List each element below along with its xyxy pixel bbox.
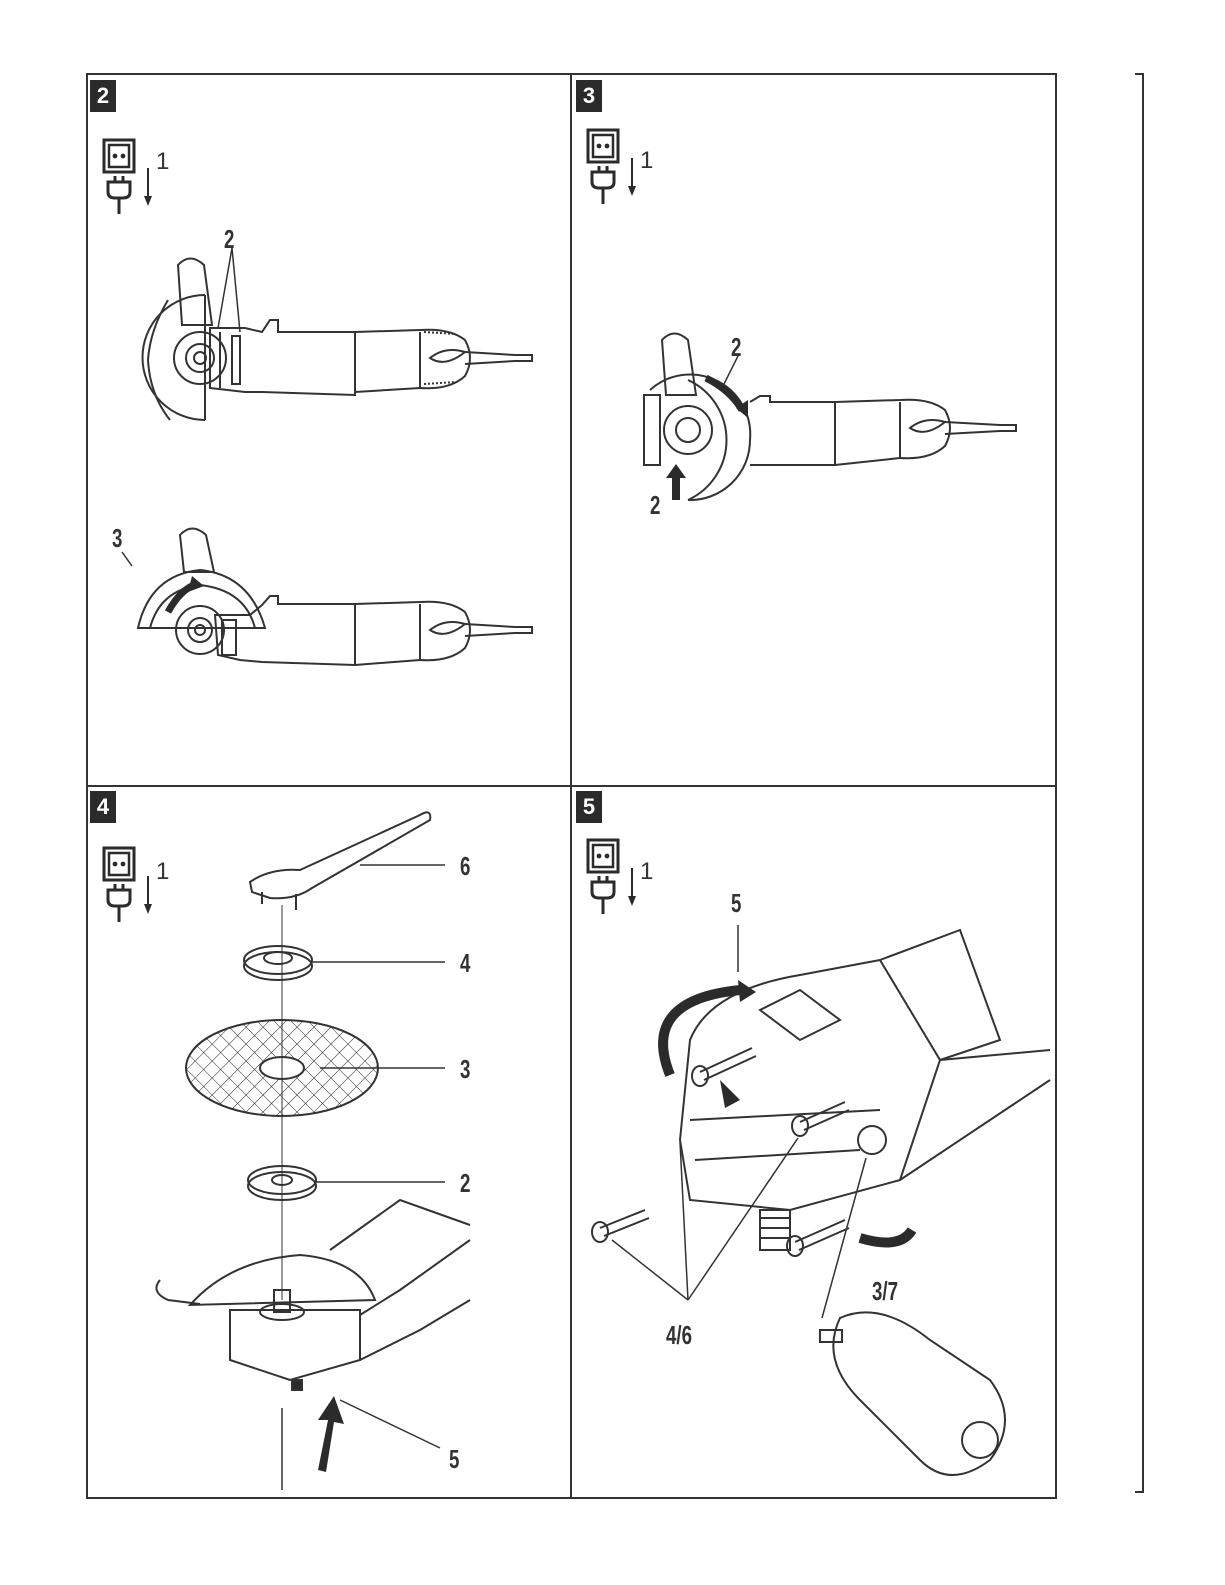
callout-label: 3 [112, 525, 122, 551]
unplug-icon-panel-4 [104, 848, 152, 922]
rotate-arrow-icon [663, 990, 740, 1075]
panel-number-badge: 3 [576, 80, 602, 112]
panel-number-badge: 2 [90, 80, 116, 112]
grinder-guard-rotation-view [644, 334, 1016, 501]
unplug-step-number: 1 [156, 148, 169, 176]
unplug-icon-panel-5 [588, 840, 636, 914]
callout-label: 2 [650, 492, 660, 518]
page-margin-bracket [1135, 74, 1143, 1492]
wrench-illustration [250, 812, 430, 910]
callout-label: 6 [460, 853, 470, 879]
callout-label: 2 [460, 1170, 470, 1196]
callout-label: 5 [449, 1446, 459, 1472]
clamping-nut-illustration [244, 946, 312, 980]
unplug-step-number: 1 [156, 858, 169, 886]
gear-head-illustration [680, 930, 1050, 1250]
push-arrow-icon [318, 1396, 344, 1472]
side-handle-illustration [820, 1312, 1005, 1475]
callout-label: 5 [731, 890, 741, 916]
callout-label: 4/6 [666, 1322, 692, 1348]
unplug-step-number: 1 [640, 858, 653, 886]
panel-number-badge: 5 [576, 791, 602, 823]
callout-label: 3 [460, 1056, 470, 1082]
grinder-side-view-bottom [138, 529, 532, 666]
callout-label: 3/7 [872, 1278, 898, 1304]
push-arrow-icon [666, 464, 686, 500]
callout-label: 2 [224, 226, 234, 252]
panel-frame [87, 74, 1056, 1498]
unplug-icon-panel-3 [588, 130, 636, 204]
grinder-side-view-top [143, 259, 533, 421]
callout-label: 4 [460, 950, 470, 976]
unplug-step-number: 1 [640, 147, 653, 175]
callout-label: 2 [731, 334, 741, 360]
panel-number-badge: 4 [90, 791, 116, 823]
screw-illustrations [592, 1048, 849, 1256]
rotate-arrow-icon [860, 1230, 912, 1243]
unplug-icon-panel-2 [104, 140, 152, 214]
grinder-head-illustration [156, 1200, 470, 1390]
